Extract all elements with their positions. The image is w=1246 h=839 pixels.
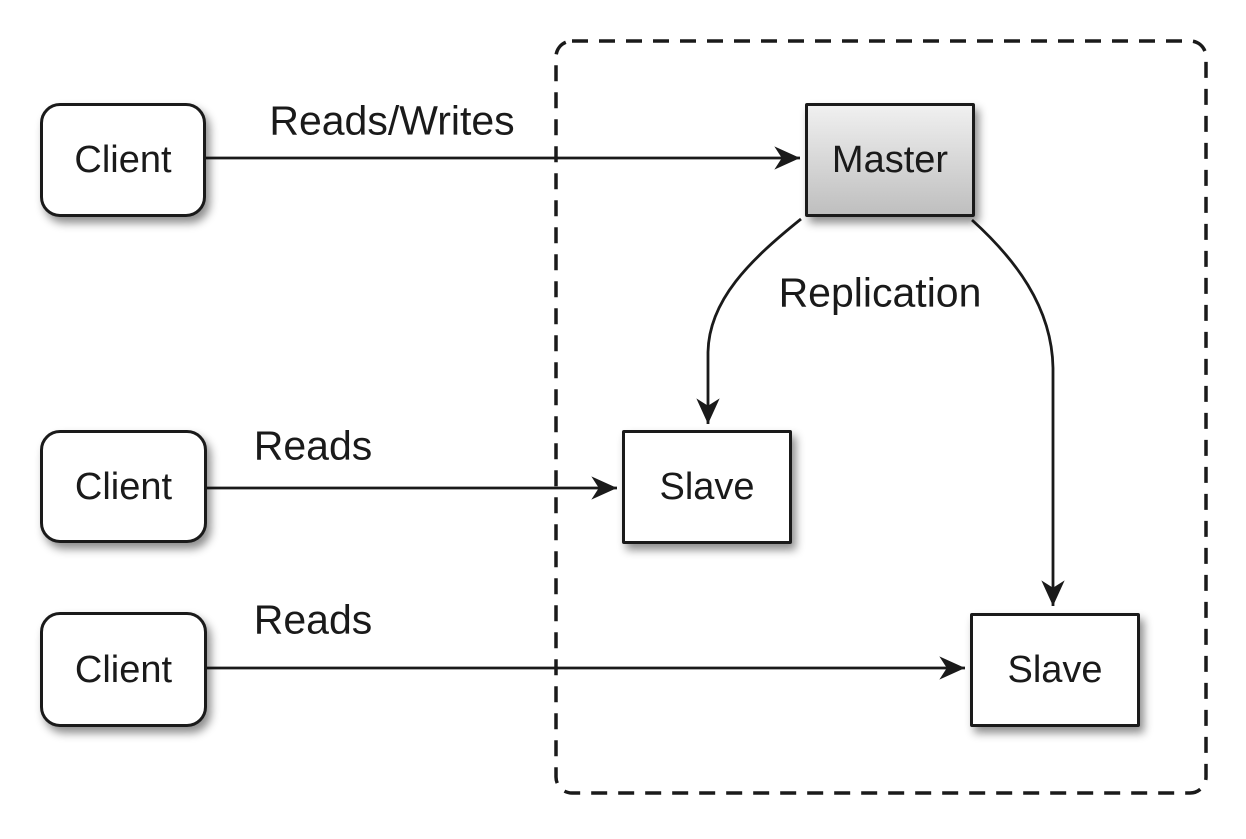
node-slave-2: Slave: [970, 613, 1140, 727]
node-client-2: Client: [40, 430, 207, 543]
node-client-1: Client: [40, 103, 206, 217]
node-master: Master: [805, 103, 975, 217]
node-client-2-label: Client: [74, 465, 173, 508]
node-slave-1-label: Slave: [659, 466, 755, 508]
node-client-1-label: Client: [74, 139, 172, 181]
edge-label-reads-client3: Reads: [253, 596, 373, 643]
edge-label-reads-writes: Reads/Writes: [269, 97, 515, 144]
node-slave-1: Slave: [622, 430, 792, 544]
edge-master-to-slave1-replication: [696, 217, 802, 424]
edge-label-replication: Replication: [778, 269, 982, 316]
edge-label-reads-client2: Reads: [253, 422, 373, 469]
node-client-3-label: Client: [74, 648, 173, 691]
node-master-label: Master: [831, 139, 949, 181]
node-slave-2-label: Slave: [1007, 649, 1103, 691]
edge-master-to-slave2-replication: [971, 218, 1065, 606]
replication-group-boundary: [554, 39, 1208, 795]
node-client-3: Client: [40, 612, 207, 727]
